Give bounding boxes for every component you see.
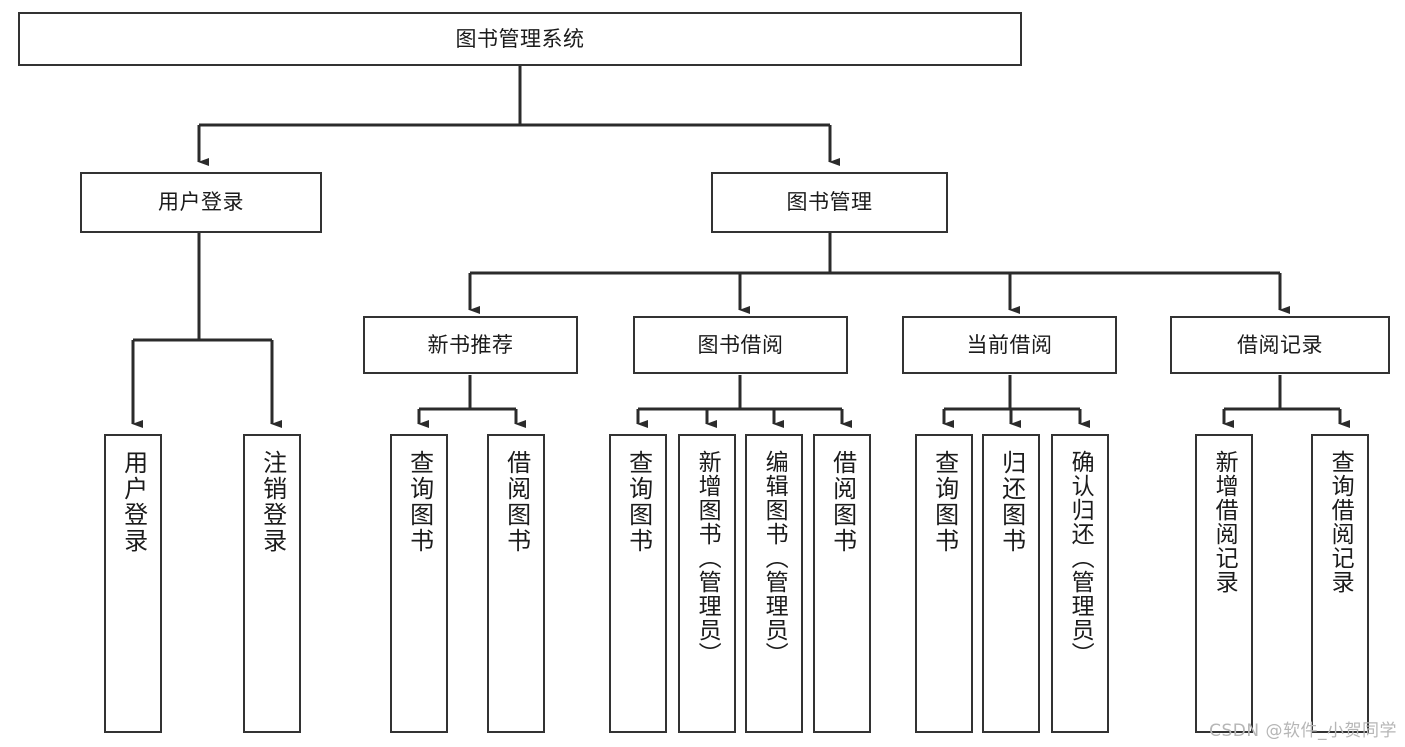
node-leaf-query-book-current[interactable]: 查询图书 — [915, 434, 973, 733]
watermark-text: CSDN @软件_小贺同学 — [1209, 721, 1397, 741]
node-leaf-logout[interactable]: 注销登录 — [243, 434, 301, 733]
node-leaf-query-book-borrow[interactable]: 查询图书 — [609, 434, 667, 733]
node-book-borrow[interactable]: 图书借阅 — [633, 316, 848, 374]
node-label: 借阅记录 — [1237, 332, 1323, 357]
node-book-management[interactable]: 图书管理 — [711, 172, 948, 233]
node-label: 图书管理 — [786, 190, 873, 215]
node-leaf-add-book-admin[interactable]: 新增图书（管理员） — [678, 434, 736, 733]
node-root-book-management-system[interactable]: 图书管理系统 — [18, 12, 1022, 66]
node-leaf-edit-book-admin[interactable]: 编辑图书（管理员） — [745, 434, 803, 733]
node-label: 用户登录 — [119, 450, 148, 554]
node-label: 查询图书 — [624, 450, 653, 554]
node-label: 注销登录 — [258, 450, 287, 554]
node-current-borrow[interactable]: 当前借阅 — [902, 316, 1117, 374]
node-borrow-record[interactable]: 借阅记录 — [1170, 316, 1390, 374]
node-label: 图书管理系统 — [455, 26, 585, 51]
node-label: 用户登录 — [158, 190, 244, 215]
node-user-login[interactable]: 用户登录 — [80, 172, 322, 233]
node-label: 确认归还（管理员） — [1067, 450, 1094, 666]
node-leaf-confirm-return-admin[interactable]: 确认归还（管理员） — [1051, 434, 1109, 733]
node-leaf-borrow-book-recommend[interactable]: 借阅图书 — [487, 434, 545, 733]
node-new-book-recommend[interactable]: 新书推荐 — [363, 316, 578, 374]
node-label: 新增借阅记录 — [1211, 450, 1238, 594]
node-label: 归还图书 — [997, 450, 1026, 554]
node-label: 当前借阅 — [966, 332, 1053, 357]
node-leaf-return-book[interactable]: 归还图书 — [982, 434, 1040, 733]
node-leaf-user-login[interactable]: 用户登录 — [104, 434, 162, 733]
node-label: 图书借阅 — [697, 332, 784, 357]
node-label: 查询图书 — [405, 450, 434, 554]
node-label: 编辑图书（管理员） — [761, 450, 788, 666]
node-label: 借阅图书 — [502, 450, 531, 554]
node-label: 新增图书（管理员） — [694, 450, 721, 666]
node-leaf-query-book-recommend[interactable]: 查询图书 — [390, 434, 448, 733]
node-leaf-query-borrow-record[interactable]: 查询借阅记录 — [1311, 434, 1369, 733]
node-label: 新书推荐 — [427, 332, 514, 357]
node-label: 查询图书 — [930, 450, 959, 554]
node-label: 借阅图书 — [828, 450, 857, 554]
node-leaf-borrow-book[interactable]: 借阅图书 — [813, 434, 871, 733]
node-leaf-add-borrow-record[interactable]: 新增借阅记录 — [1195, 434, 1253, 733]
node-label: 查询借阅记录 — [1327, 450, 1354, 594]
